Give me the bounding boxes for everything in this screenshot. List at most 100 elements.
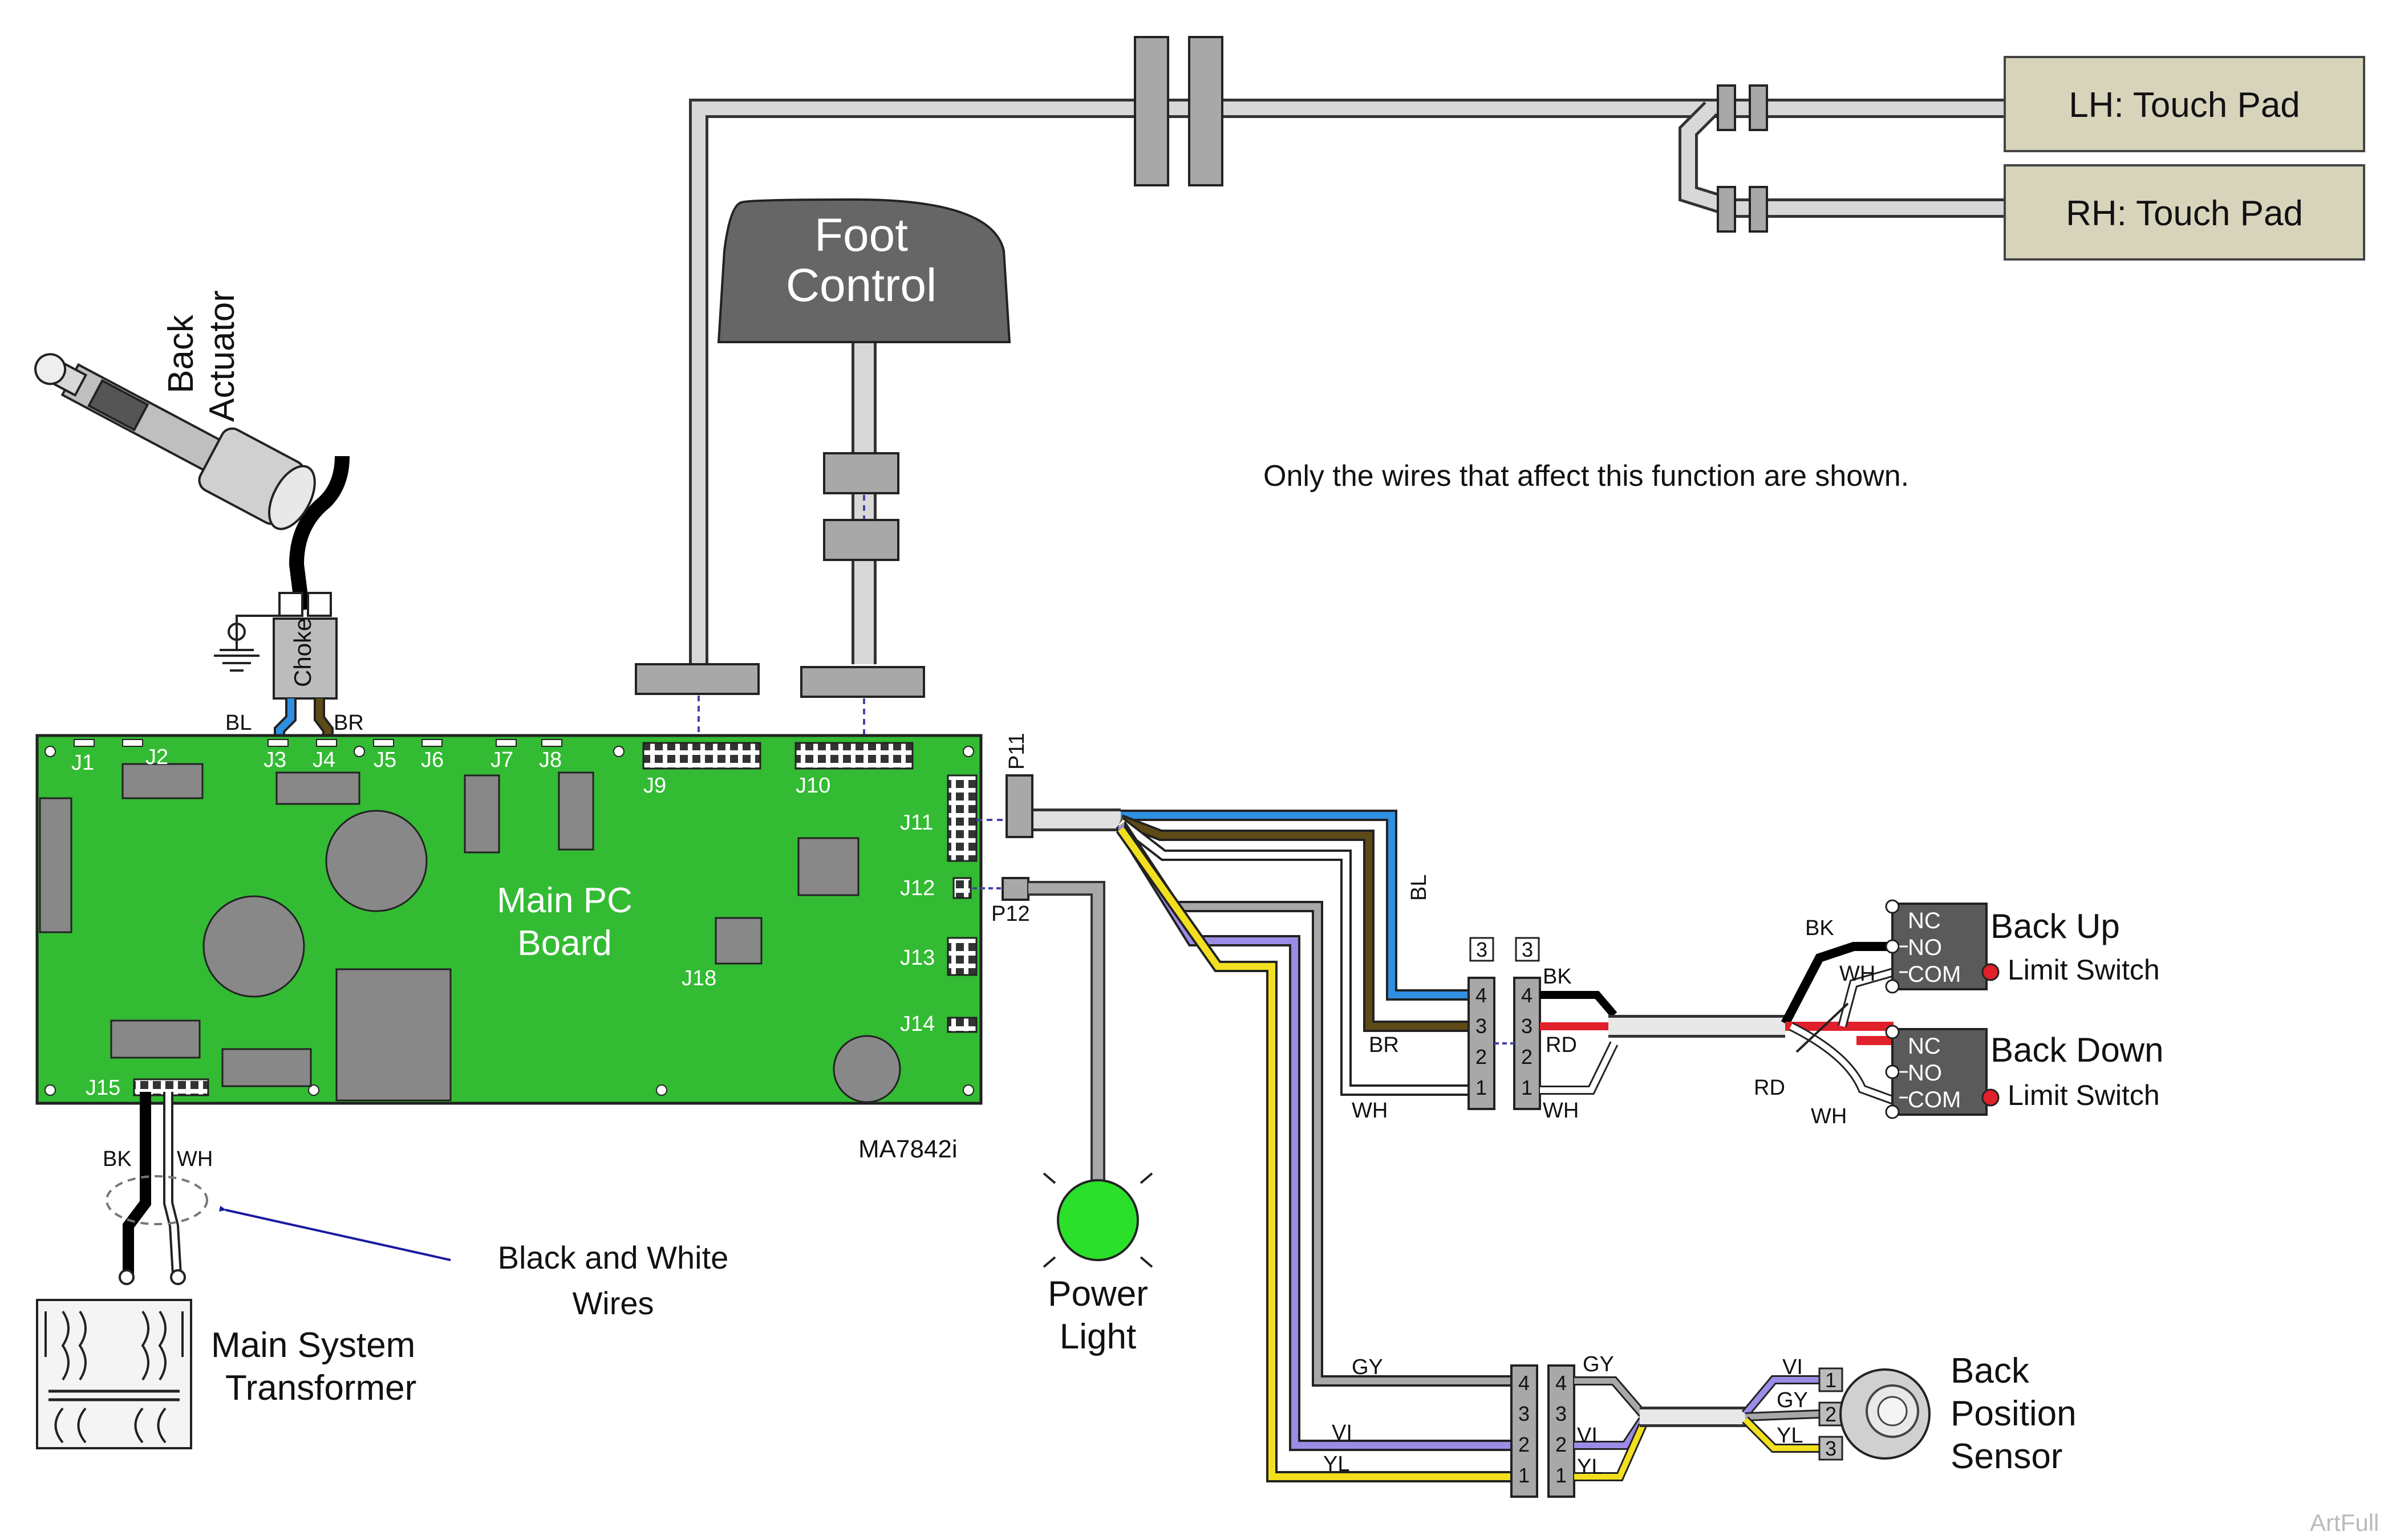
back-up-limit-switch: NC NO COM Back Up Limit Switch <box>1885 899 2160 994</box>
back-down-subtitle: Limit Switch <box>2008 1079 2160 1111</box>
br-code-harness: BR <box>1369 1033 1399 1057</box>
bk-code-conn: BK <box>1543 965 1572 989</box>
j18-label: J18 <box>682 966 716 990</box>
j3-label: J3 <box>263 748 286 772</box>
transformer-wiring: BK WH <box>103 1092 213 1285</box>
wh-code-switch-down: WH <box>1811 1104 1847 1128</box>
j11-label: J11 <box>900 811 933 835</box>
j5-label: J5 <box>374 748 396 772</box>
choke-label: Choke <box>289 618 316 687</box>
rh-touch-pad-label: RH: Touch Pad <box>2066 194 2303 233</box>
j1-label: J1 <box>71 751 94 775</box>
foot-control-label-2: Control <box>786 259 936 311</box>
back-up-title: Back Up <box>1990 907 2120 945</box>
j12-label: J12 <box>900 876 935 900</box>
s-pin-left-4: 4 <box>1518 1371 1530 1395</box>
board-label-2: Board <box>517 924 611 963</box>
back-actuator: Back Actuator <box>34 290 350 611</box>
callout-line-1: Black and White <box>498 1240 729 1275</box>
back-up-com: COM <box>1908 962 1961 987</box>
bl-code-harness: BL <box>1407 875 1431 901</box>
j8-label: J8 <box>539 748 562 772</box>
j9-label: J9 <box>643 774 666 798</box>
j4-label: J4 <box>313 748 335 772</box>
s-pin-right-2: 2 <box>1555 1433 1567 1456</box>
p11-label: P11 <box>1005 733 1029 770</box>
main-pc-board: Main PC Board J1 J2 J3 J4 J5 J6 J7 J8 J9… <box>35 734 983 1105</box>
watermark: ArtFull <box>2310 1509 2379 1536</box>
yl-code-harness: YL <box>1323 1452 1349 1476</box>
callout: Black and White Wires <box>225 1210 728 1321</box>
back-actuator-label-2: Actuator <box>202 290 242 422</box>
transformer: Main System Transformer <box>36 1299 416 1449</box>
pin-right-1: 1 <box>1521 1076 1533 1099</box>
back-up-nc: NC <box>1908 908 1941 933</box>
rd-code-conn: RD <box>1546 1033 1577 1057</box>
wh-code-conn: WH <box>1543 1099 1579 1123</box>
vi-code-sensor-conn: VI <box>1577 1424 1598 1448</box>
limit-switch-wiring: BK WH RD WH <box>1754 916 1895 1128</box>
bk-code-transformer: BK <box>103 1147 132 1171</box>
note-text: Only the wires that affect this function… <box>1263 460 1909 493</box>
conn-tag-left: 3 <box>1476 938 1487 961</box>
choke-assembly: Choke BL BR <box>214 592 364 753</box>
power-light-label-2: Light <box>1060 1317 1136 1356</box>
pin-right-4: 4 <box>1521 984 1533 1007</box>
lh-touch-pad: LH: Touch Pad <box>2004 56 2365 152</box>
callout-line-2: Wires <box>572 1285 654 1321</box>
back-up-no: NO <box>1908 935 1942 960</box>
j6-label: J6 <box>421 748 444 772</box>
j13-label: J13 <box>900 946 935 970</box>
touch-pad-cable <box>689 36 2008 664</box>
foot-control-label-1: Foot <box>814 209 908 261</box>
gy-code-sensor-conn: GY <box>1583 1352 1614 1376</box>
power-light: P12 Power Light <box>972 877 1153 1356</box>
lh-touch-pad-label: LH: Touch Pad <box>2069 86 2300 125</box>
vi-code-sensor: VI <box>1782 1355 1803 1379</box>
s-pin-right-4: 4 <box>1555 1371 1567 1395</box>
transformer-label-2: Transformer <box>225 1368 416 1408</box>
s-pin-left-1: 1 <box>1518 1464 1530 1487</box>
back-down-com: COM <box>1908 1087 1961 1112</box>
wh-code-transformer: WH <box>177 1147 213 1171</box>
wh-code-switch-up: WH <box>1839 962 1875 986</box>
sensor-connector: 4 3 2 1 4 3 2 1 GY VI YL <box>1510 1352 1751 1498</box>
gy-code-sensor: GY <box>1777 1388 1808 1412</box>
j7-label: J7 <box>490 748 513 772</box>
br-code-choke: BR <box>334 711 364 735</box>
back-actuator-label-1: Back <box>161 314 201 393</box>
sensor-pin-2: 2 <box>1825 1403 1836 1426</box>
pin-left-1: 1 <box>1475 1076 1487 1099</box>
sensor-pin-1: 1 <box>1825 1368 1836 1392</box>
p11-harness: P11 BL BR WH GY VI YL <box>976 733 1511 1482</box>
wh-code-harness: WH <box>1352 1099 1388 1123</box>
pin-right-3: 3 <box>1521 1014 1533 1038</box>
back-up-subtitle: Limit Switch <box>2008 954 2160 986</box>
p12-label: P12 <box>991 902 1030 926</box>
bk-code-switch: BK <box>1805 916 1834 940</box>
board-label-1: Main PC <box>497 881 633 920</box>
j14-label: J14 <box>900 1012 935 1036</box>
s-pin-right-3: 3 <box>1555 1402 1567 1425</box>
yl-code-sensor: YL <box>1777 1424 1803 1448</box>
s-pin-right-1: 1 <box>1555 1464 1567 1487</box>
j10-label: J10 <box>796 774 830 798</box>
conn-tag-right: 3 <box>1522 938 1533 961</box>
limit-switch-connector: 3 3 4 3 2 1 4 3 2 1 BK RD WH <box>1467 937 1785 1123</box>
s-pin-left-3: 3 <box>1518 1402 1530 1425</box>
j15-label: J15 <box>86 1076 120 1100</box>
back-down-title: Back Down <box>1990 1031 2163 1069</box>
sensor-label-3: Sensor <box>1951 1437 2062 1476</box>
transformer-label-1: Main System <box>211 1326 415 1365</box>
pin-left-3: 3 <box>1475 1014 1487 1038</box>
board-model: MA7842i <box>858 1135 958 1163</box>
pin-left-4: 4 <box>1475 984 1487 1007</box>
power-light-label-1: Power <box>1048 1274 1148 1314</box>
back-down-nc: NC <box>1908 1034 1941 1059</box>
foot-control: Foot Control <box>635 198 1011 736</box>
pin-right-2: 2 <box>1521 1045 1533 1068</box>
vi-code-harness: VI <box>1332 1421 1352 1445</box>
rd-code-switch: RD <box>1754 1076 1785 1100</box>
back-down-limit-switch: NC NO COM Back Down Limit Switch <box>1885 1025 2163 1119</box>
